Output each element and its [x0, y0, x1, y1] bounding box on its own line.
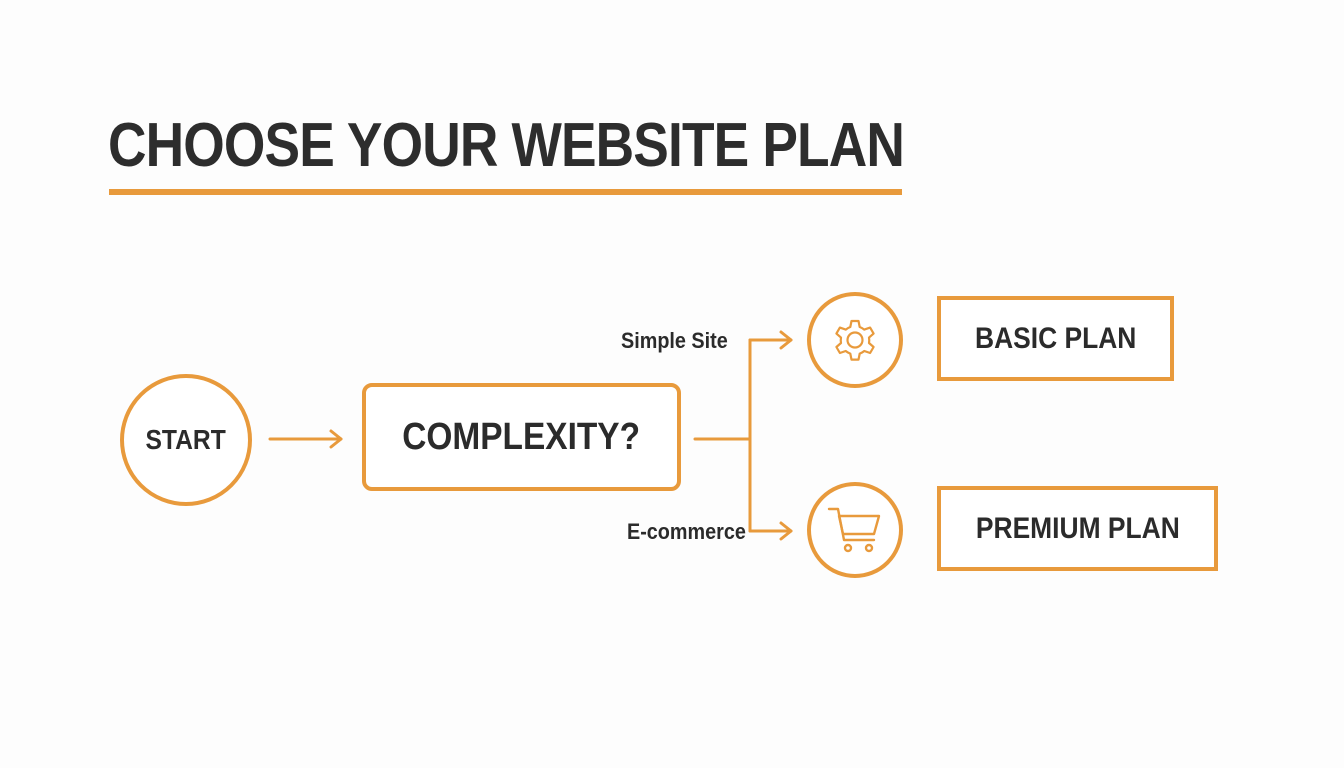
- start-label: START: [145, 424, 227, 455]
- branch-label-ecommerce: E-commerce: [627, 519, 746, 544]
- premium-plan-node: PREMIUM PLAN: [937, 486, 1218, 571]
- title-underline: [109, 189, 902, 195]
- cart-node: [807, 482, 903, 578]
- premium-plan-label: PREMIUM PLAN: [975, 511, 1180, 545]
- page-title: CHOOSE YOUR WEBSITE PLAN: [108, 111, 905, 180]
- decision-label: COMPLEXITY?: [402, 415, 641, 458]
- branch-label-simple-site: Simple Site: [621, 328, 728, 353]
- shopping-cart-icon: [827, 507, 881, 553]
- gear-icon: [835, 319, 875, 361]
- start-node: START: [120, 374, 252, 506]
- basic-plan-label: BASIC PLAN: [974, 321, 1137, 355]
- complexity-decision-node: COMPLEXITY?: [362, 383, 681, 491]
- gear-node: [807, 292, 903, 388]
- basic-plan-node: BASIC PLAN: [937, 296, 1174, 381]
